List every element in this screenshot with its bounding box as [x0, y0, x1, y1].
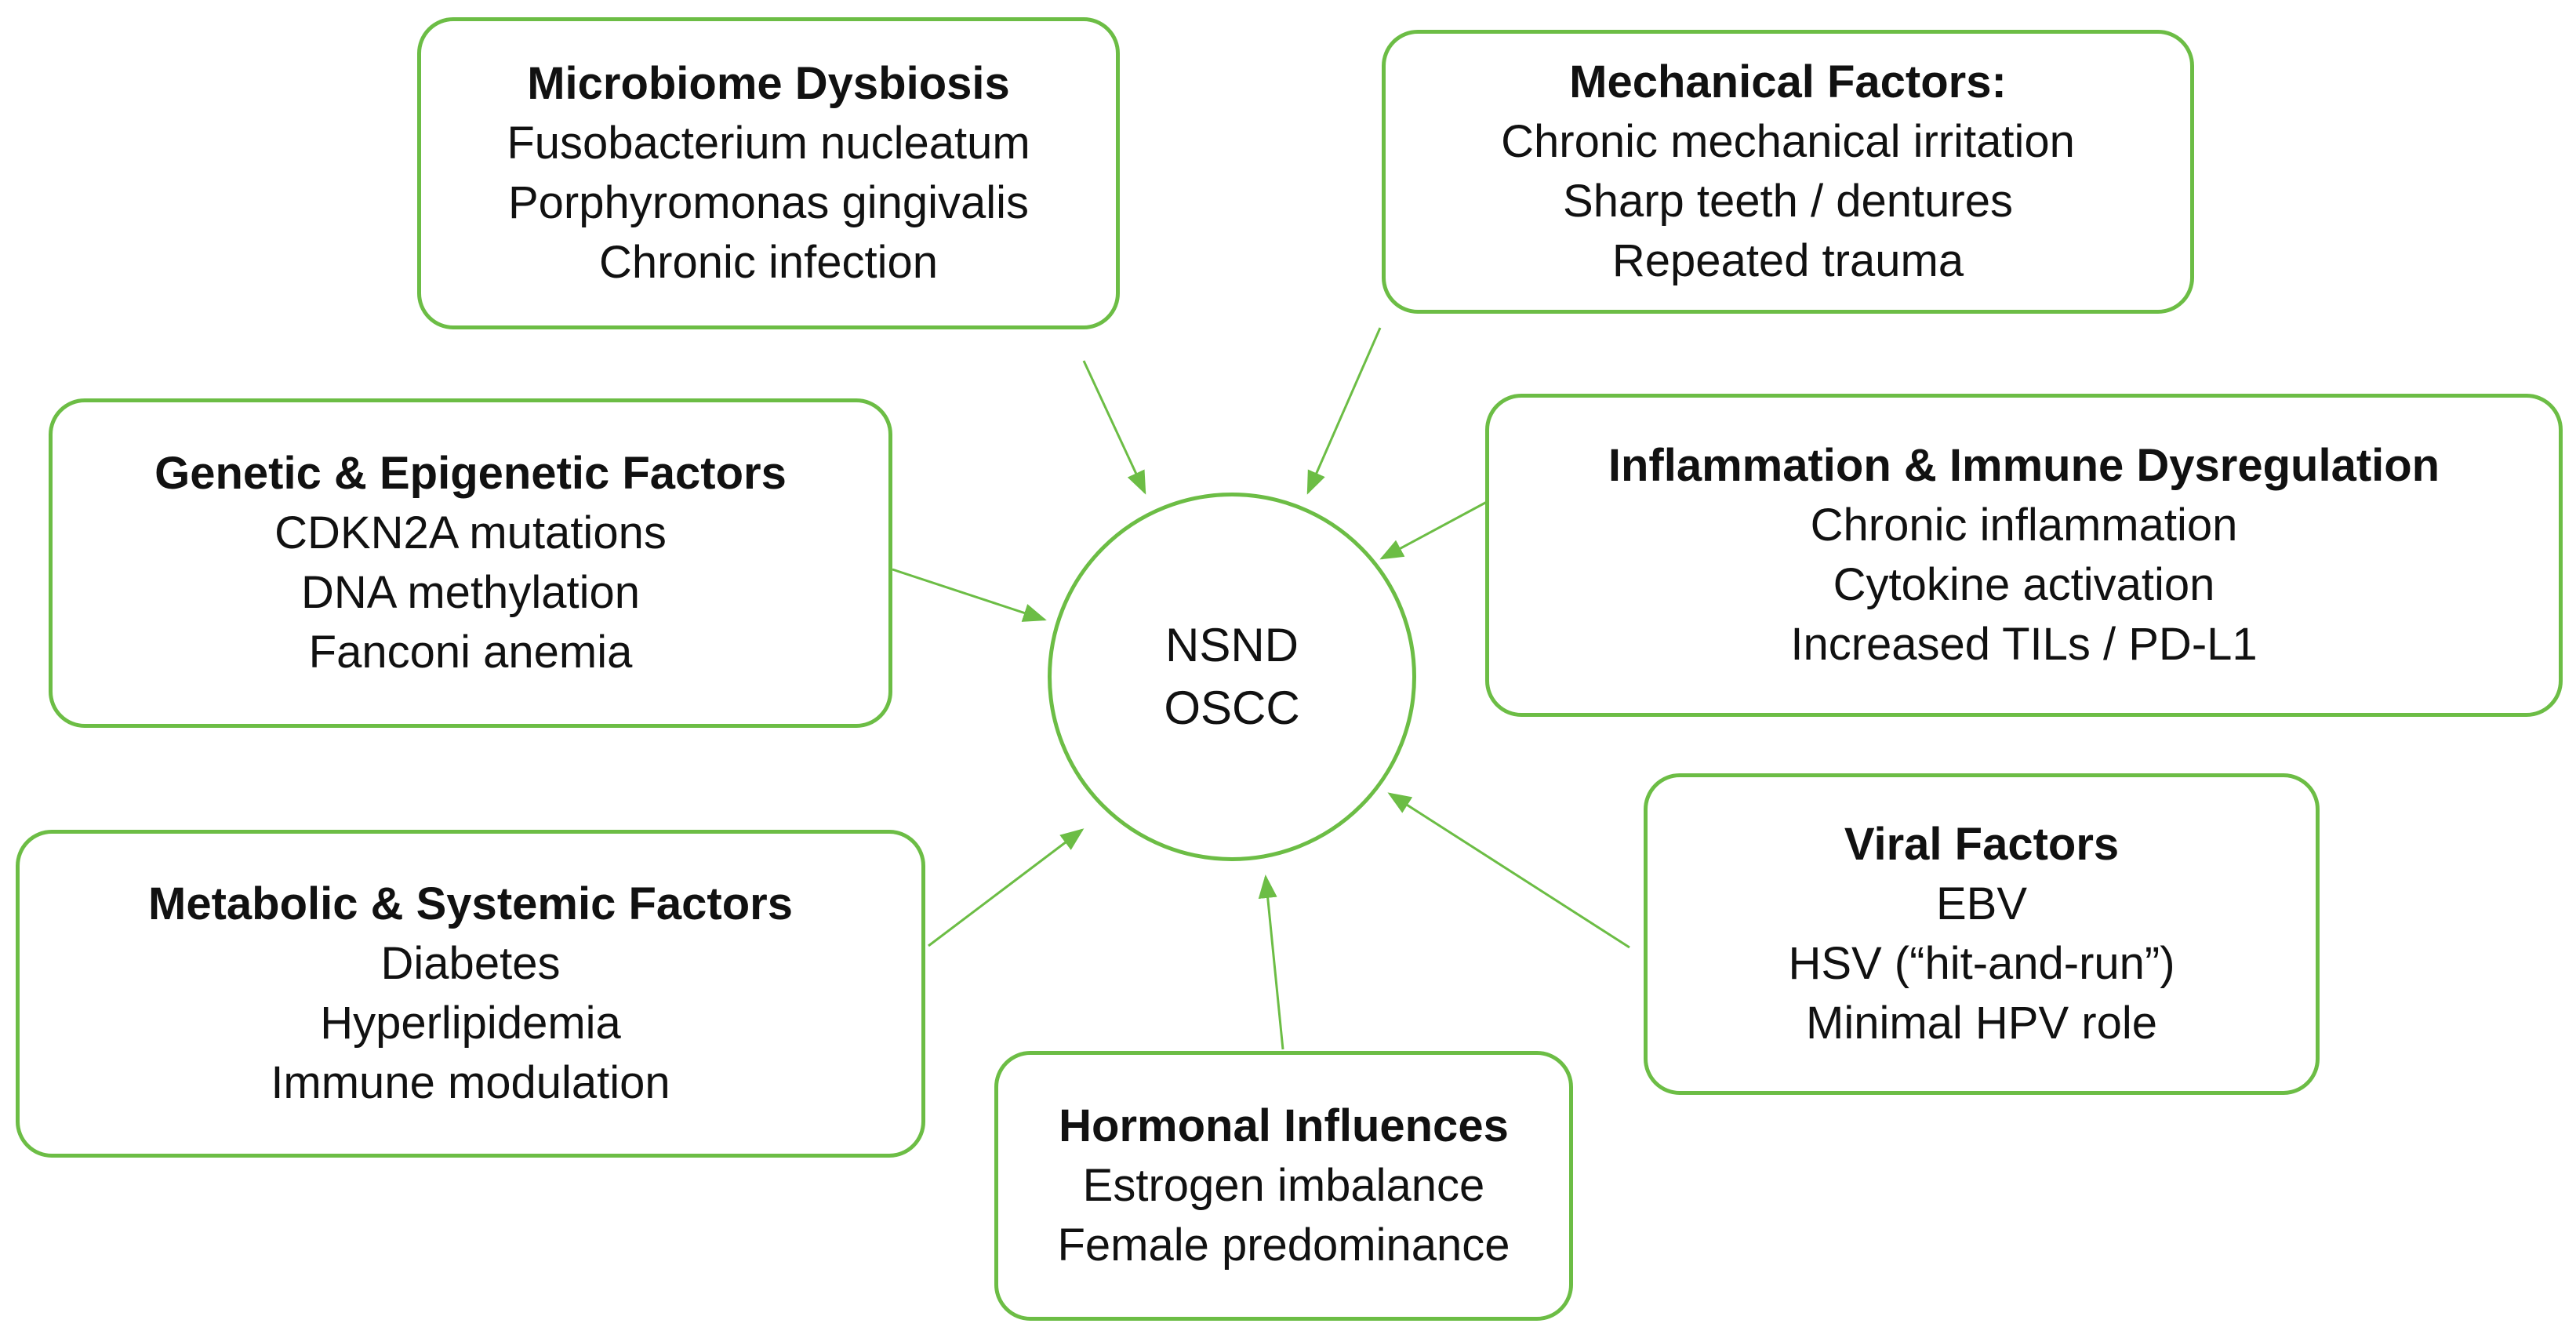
box-title: Metabolic & Systemic Factors	[148, 878, 793, 929]
box-item: Increased TILs / PD-L1	[1790, 619, 2258, 670]
box-item: DNA methylation	[301, 567, 640, 618]
box-hormonal: Hormonal Influences Estrogen imbalance F…	[994, 1051, 1573, 1321]
box-item: Sharp teeth / dentures	[1563, 176, 2013, 227]
box-item: Diabetes	[380, 938, 561, 989]
arrow-inflammation	[1379, 500, 1488, 560]
box-item: Porphyromonas gingivalis	[507, 177, 1030, 228]
box-inflammation: Inflammation & Immune Dysregulation Chro…	[1485, 394, 2563, 717]
box-item: EBV	[1935, 878, 2028, 929]
box-item: Fusobacterium nucleatum	[507, 118, 1030, 169]
box-title: Inflammation & Immune Dysregulation	[1608, 440, 2440, 491]
box-microbiome: Microbiome Dysbiosis Fusobacterium nucle…	[417, 17, 1120, 329]
arrow-hormonal	[1258, 874, 1284, 1050]
box-title: Genetic & Epigenetic Factors	[154, 448, 787, 499]
arrow-mechanical	[1306, 327, 1382, 495]
arrow-genetic	[892, 568, 1047, 622]
box-mechanical: Mechanical Factors: Chronic mechanical i…	[1382, 30, 2194, 314]
box-viral: Viral Factors EBV HSV (“hit-and-run”) Mi…	[1644, 773, 2320, 1095]
box-item: Female predominance	[1057, 1220, 1510, 1271]
box-item: HSV (“hit-and-run”)	[1788, 938, 2175, 989]
box-item: Minimal HPV role	[1806, 998, 2157, 1049]
center-label-line1: NSND	[1164, 619, 1299, 671]
box-title: Mechanical Factors:	[1569, 56, 2007, 107]
box-title: Hormonal Influences	[1059, 1100, 1509, 1151]
box-item: Hyperlipidemia	[320, 998, 621, 1049]
box-item: Chronic mechanical irritation	[1501, 116, 2075, 167]
center-node: NSND OSCC	[1048, 493, 1416, 861]
box-title: Microbiome Dysbiosis	[527, 58, 1010, 109]
box-item: Repeated trauma	[1611, 235, 1964, 286]
box-item: Immune modulation	[271, 1057, 670, 1108]
box-item: Cytokine activation	[1833, 559, 2215, 610]
box-item: Fanconi anemia	[308, 627, 633, 678]
arrow-metabolic	[928, 828, 1085, 947]
box-title: Viral Factors	[1844, 819, 2120, 870]
arrow-microbiome	[1082, 360, 1146, 495]
box-item: CDKN2A mutations	[274, 507, 667, 558]
box-metabolic: Metabolic & Systemic Factors Diabetes Hy…	[16, 830, 925, 1158]
box-genetic: Genetic & Epigenetic Factors CDKN2A muta…	[49, 398, 892, 728]
box-item: Chronic inflammation	[1810, 500, 2238, 551]
center-label-line2: OSCC	[1164, 682, 1300, 734]
box-item: Estrogen imbalance	[1082, 1160, 1485, 1211]
box-item: Chronic infection	[599, 237, 938, 288]
arrow-viral	[1387, 792, 1630, 949]
